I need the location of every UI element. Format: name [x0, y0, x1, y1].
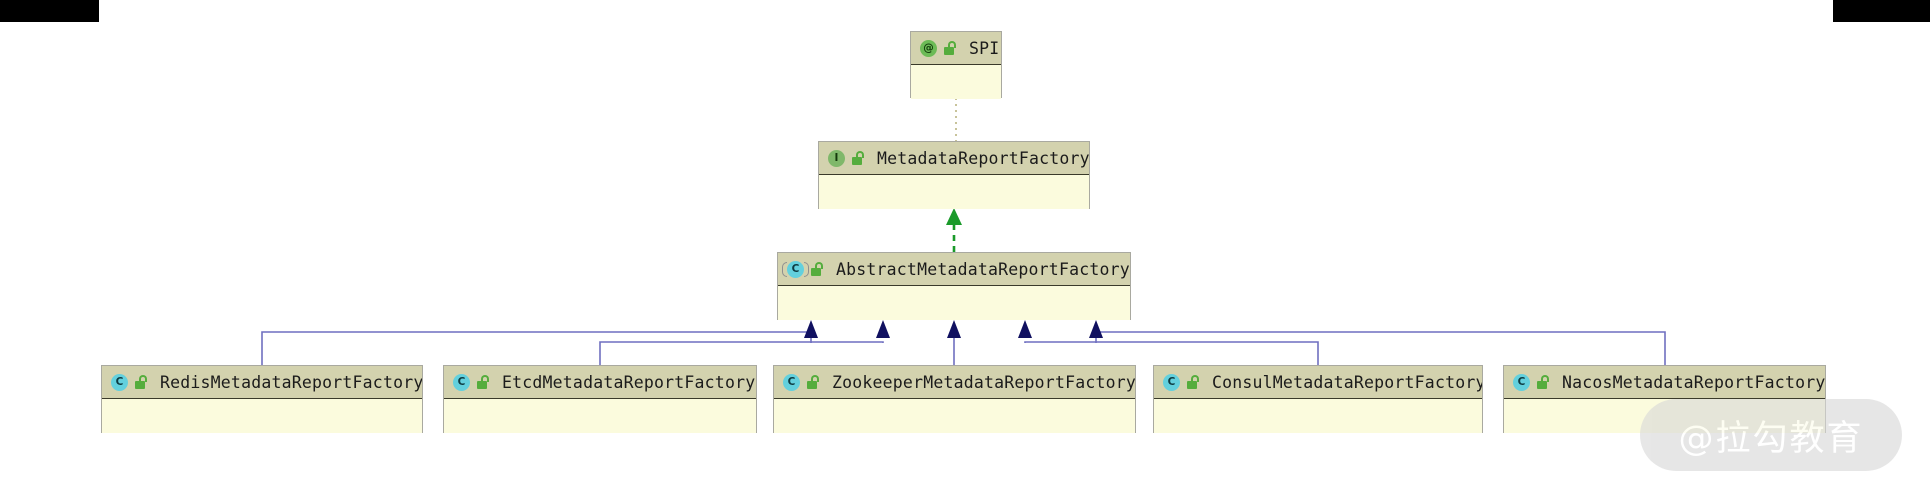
unlocked-padlock-icon [852, 151, 865, 165]
node-redis-metadata-report-factory-header: C RedisMetadataReportFactory [102, 366, 422, 399]
node-spi[interactable]: @ SPI [910, 31, 1002, 99]
class-c-icon: C [1513, 373, 1530, 391]
node-metadata-report-factory-label: MetadataReportFactory [877, 148, 1089, 168]
unlocked-padlock-icon [807, 375, 820, 389]
generalization-line-nacos [1095, 331, 1666, 365]
top-left-black-bar [0, 0, 99, 22]
node-abstract-metadata-report-factory-icons: C [782, 260, 824, 278]
node-abstract-metadata-report-factory-members [778, 286, 1130, 320]
unlocked-padlock-icon [135, 375, 148, 389]
abstract-class-c-icon: C [782, 260, 809, 278]
unlocked-padlock-icon [477, 375, 490, 389]
node-spi-label: SPI [969, 38, 1000, 58]
edge-abstract-implements-interface [946, 208, 962, 252]
node-spi-members [911, 65, 1001, 99]
unlocked-padlock-icon [1537, 375, 1550, 389]
generalization-line-etcd [599, 341, 884, 365]
edge-zookeeper-extends-abstract [947, 320, 961, 365]
class-c-icon: C [783, 373, 800, 391]
node-abstract-metadata-report-factory-header: C AbstractMetadataReportFactory [778, 253, 1130, 286]
node-spi-icons: @ [920, 39, 957, 57]
node-nacos-metadata-report-factory-label: NacosMetadataReportFactory [1562, 372, 1825, 392]
watermark-text: @拉勾教育 [1678, 418, 1864, 459]
class-c-icon: C [111, 373, 128, 391]
node-metadata-report-factory-icons: I [828, 149, 865, 167]
class-c-icon: C [453, 373, 470, 391]
generalization-line-redis [261, 331, 812, 365]
realization-arrowhead [946, 208, 962, 225]
node-spi-header: @ SPI [911, 32, 1001, 65]
unlocked-padlock-icon [811, 262, 824, 276]
node-etcd-metadata-report-factory-members [444, 399, 756, 433]
generalization-arrowhead-etcd [876, 320, 890, 338]
annotation-at-icon: @ [920, 39, 937, 57]
node-metadata-report-factory-members [819, 175, 1089, 209]
node-zookeeper-metadata-report-factory[interactable]: C ZookeeperMetadataReportFactory [773, 365, 1136, 433]
class-c-icon: C [1163, 373, 1180, 391]
generalization-line-consul [1024, 341, 1319, 365]
node-etcd-metadata-report-factory-icons: C [453, 373, 490, 391]
top-right-black-bar [1833, 0, 1930, 22]
generalization-arrowhead-consul [1018, 320, 1032, 338]
unlocked-padlock-icon [1187, 375, 1200, 389]
generalization-arrowhead-redis [804, 320, 818, 338]
node-consul-metadata-report-factory-header: C ConsulMetadataReportFactory [1154, 366, 1482, 399]
unlocked-padlock-icon [944, 41, 957, 55]
node-zookeeper-metadata-report-factory-icons: C [783, 373, 820, 391]
interface-i-icon: I [828, 149, 845, 167]
node-consul-metadata-report-factory-icons: C [1163, 373, 1200, 391]
node-redis-metadata-report-factory-label: RedisMetadataReportFactory [160, 372, 422, 392]
node-zookeeper-metadata-report-factory-members [774, 399, 1135, 433]
node-consul-metadata-report-factory-label: ConsulMetadataReportFactory [1212, 372, 1482, 392]
edge-etcd-extends-abstract [599, 320, 890, 365]
node-redis-metadata-report-factory-members [102, 399, 422, 433]
edge-nacos-extends-abstract [1089, 320, 1666, 365]
node-metadata-report-factory-header: I MetadataReportFactory [819, 142, 1089, 175]
node-consul-metadata-report-factory-members [1154, 399, 1482, 433]
node-nacos-metadata-report-factory-icons: C [1513, 373, 1550, 391]
node-etcd-metadata-report-factory-header: C EtcdMetadataReportFactory [444, 366, 756, 399]
node-zookeeper-metadata-report-factory-label: ZookeeperMetadataReportFactory [832, 372, 1135, 392]
generalization-arrowhead-zookeeper [947, 320, 961, 338]
node-zookeeper-metadata-report-factory-header: C ZookeeperMetadataReportFactory [774, 366, 1135, 399]
node-metadata-report-factory[interactable]: I MetadataReportFactory [818, 141, 1090, 209]
edge-redis-extends-abstract [261, 320, 818, 365]
node-etcd-metadata-report-factory[interactable]: C EtcdMetadataReportFactory [443, 365, 757, 433]
node-nacos-metadata-report-factory-header: C NacosMetadataReportFactory [1504, 366, 1825, 399]
node-abstract-metadata-report-factory[interactable]: C AbstractMetadataReportFactory [777, 252, 1131, 320]
node-redis-metadata-report-factory-icons: C [111, 373, 148, 391]
node-etcd-metadata-report-factory-label: EtcdMetadataReportFactory [502, 372, 756, 392]
watermark: @拉勾教育 [1640, 399, 1902, 471]
edge-consul-extends-abstract [1018, 320, 1319, 365]
generalization-arrowhead-nacos [1089, 320, 1103, 338]
node-consul-metadata-report-factory[interactable]: C ConsulMetadataReportFactory [1153, 365, 1483, 433]
node-redis-metadata-report-factory[interactable]: C RedisMetadataReportFactory [101, 365, 423, 433]
node-abstract-metadata-report-factory-label: AbstractMetadataReportFactory [836, 259, 1130, 279]
